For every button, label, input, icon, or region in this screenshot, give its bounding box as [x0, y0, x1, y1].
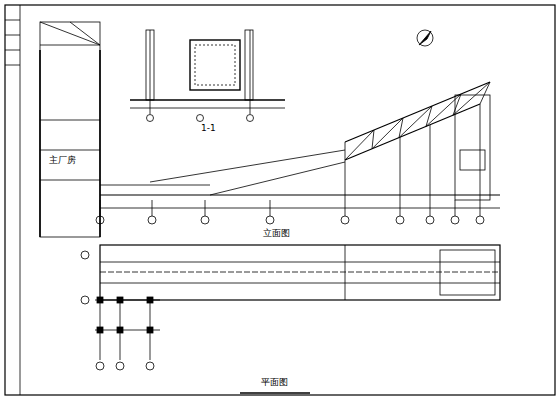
- sheet-frame: [5, 5, 555, 395]
- section-1-1: [130, 30, 285, 122]
- main-building-elevation: [40, 22, 100, 237]
- north-arrow: [417, 30, 433, 46]
- drawing-label: 1-1: [200, 124, 217, 134]
- conveyor-elevation: [96, 82, 500, 224]
- conveyor-plan: [81, 245, 500, 393]
- drawing-label: 立面图: [262, 229, 291, 239]
- drawing-label: 平面图: [260, 378, 289, 388]
- drawing-label: 主厂房: [48, 156, 77, 166]
